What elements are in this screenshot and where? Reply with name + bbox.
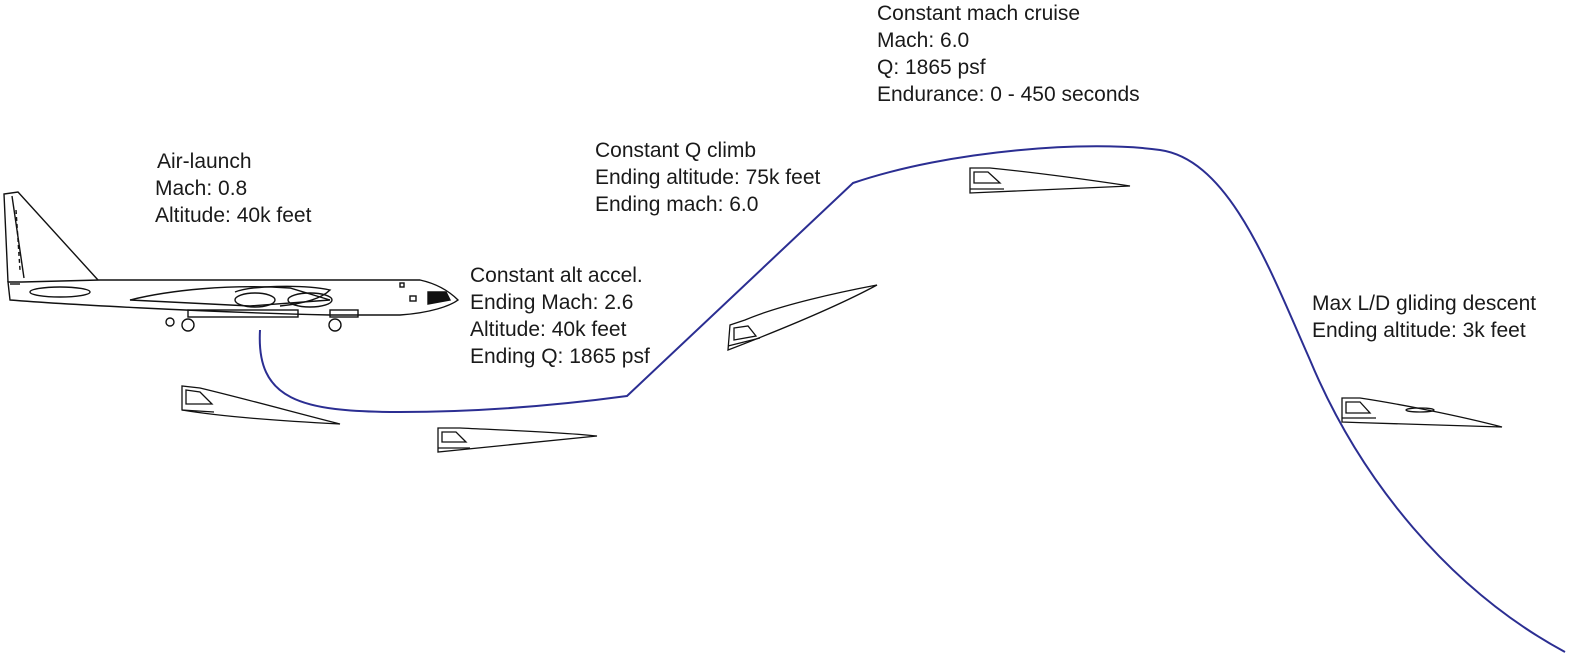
air-launch-title: Air-launch [157,150,252,173]
constant-alt-accel-altitude: Altitude: 40k feet [470,318,627,341]
constant-mach-cruise-q: Q: 1865 psf [877,56,986,79]
constant-mach-cruise-label: Constant mach cruise Mach: 6.0 Q: 1865 p… [877,0,1140,108]
constant-mach-cruise-mach: Mach: 6.0 [877,29,970,52]
air-launch-mach: Mach: 0.8 [155,177,248,200]
flight-trajectory [258,145,1566,653]
hypersonic-vehicle-launch [181,385,341,425]
mothership-tail-fin [3,191,99,283]
constant-q-climb-ending-altitude: Ending altitude: 75k feet [595,166,821,189]
air-launch-altitude: Altitude: 40k feet [155,204,312,227]
glide-descent-label: Max L/D gliding descent Ending altitude:… [1312,290,1536,344]
constant-mach-cruise-endurance: Endurance: 0 - 450 seconds [877,83,1140,106]
hypersonic-vehicle-cruise [969,167,1131,194]
constant-alt-accel-ending-mach: Ending Mach: 2.6 [470,291,634,314]
b52-mothership-aircraft [3,191,460,332]
mothership-fuselage [7,279,460,316]
constant-alt-accel-label: Constant alt accel. Ending Mach: 2.6 Alt… [470,262,650,370]
air-launch-label: Air-launch Mach: 0.8 Altitude: 40k feet [155,148,311,229]
constant-q-climb-label: Constant Q climb Ending altitude: 75k fe… [595,137,820,218]
hypersonic-vehicle-climb [727,284,878,351]
hypersonic-vehicle-accel [437,427,598,453]
constant-mach-cruise-title: Constant mach cruise [877,2,1081,25]
constant-alt-accel-ending-q: Ending Q: 1865 psf [470,345,650,368]
mothership-cockpit [427,291,452,305]
constant-q-climb-ending-mach: Ending mach: 6.0 [595,193,759,216]
hypersonic-vehicle-glide [1341,397,1503,428]
mothership-wing [129,286,331,307]
constant-q-climb-title: Constant Q climb [595,139,757,162]
constant-alt-accel-title: Constant alt accel. [470,264,643,287]
glide-descent-title: Max L/D gliding descent [1312,292,1537,315]
glide-descent-ending-altitude: Ending altitude: 3k feet [1312,319,1526,342]
